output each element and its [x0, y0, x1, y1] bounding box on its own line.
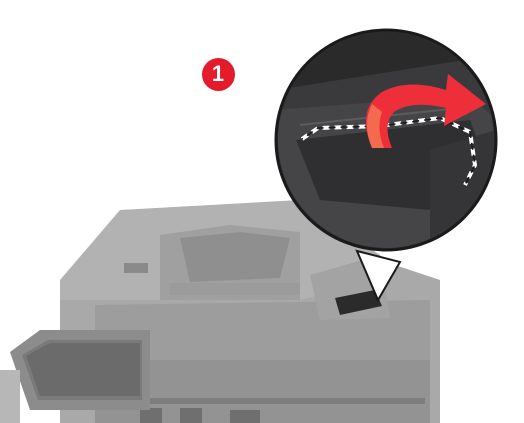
zoom-callout	[276, 30, 496, 250]
control-panel	[0, 330, 150, 423]
step-number-badge: 1	[194, 56, 242, 92]
step-number: 1	[212, 61, 224, 87]
step-badge-circle: 1	[202, 58, 235, 91]
